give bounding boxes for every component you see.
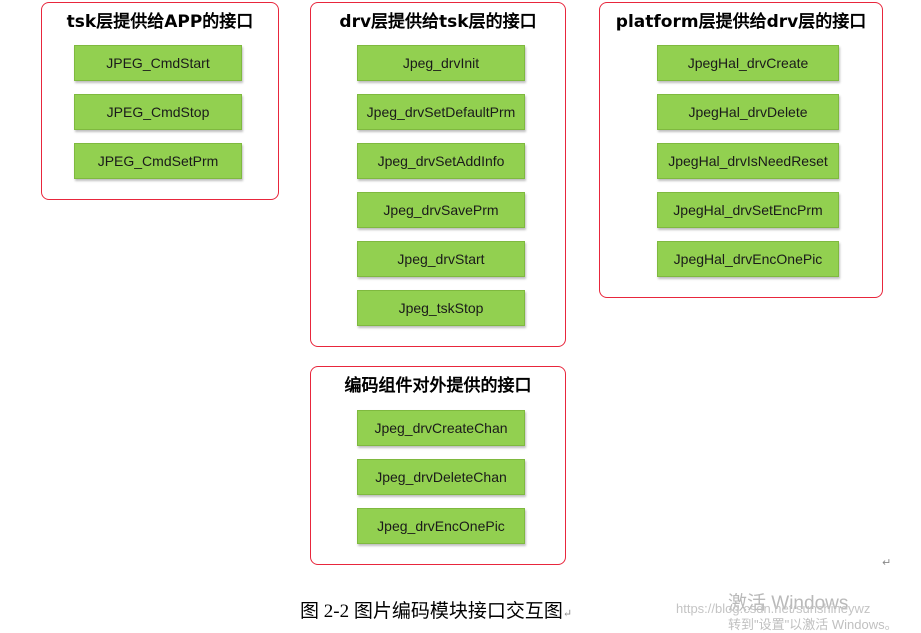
interface-box: Jpeg_drvInit bbox=[357, 45, 525, 81]
interface-box: Jpeg_drvSetAddInfo bbox=[357, 143, 525, 179]
interface-box: Jpeg_drvStart bbox=[357, 241, 525, 277]
group-title: tsk层提供给APP的接口 bbox=[66, 12, 254, 32]
group-title: 编码组件对外提供的接口 bbox=[344, 376, 532, 396]
watermark-url: https://blog.csdn.net/sunshineywz bbox=[676, 601, 871, 616]
interface-box: Jpeg_tskStop bbox=[357, 290, 525, 326]
group-title: platform层提供给drv层的接口 bbox=[615, 12, 867, 32]
interface-box: Jpeg_drvSetDefaultPrm bbox=[357, 94, 525, 130]
figure-caption: 图 2-2 图片编码模块接口交互图↵ bbox=[300, 596, 572, 623]
interface-box: JpegHal_drvDelete bbox=[657, 94, 839, 130]
group-tsk-to-app: tsk层提供给APP的接口 JPEG_CmdStart JPEG_CmdStop… bbox=[41, 2, 279, 200]
interface-box: JpegHal_drvIsNeedReset bbox=[657, 143, 839, 179]
watermark-subtitle: 转到"设置"以激活 Windows。 bbox=[728, 617, 898, 632]
group-encoder-external: 编码组件对外提供的接口 Jpeg_drvCreateChan Jpeg_drvD… bbox=[310, 366, 566, 565]
group-title: drv层提供给tsk层的接口 bbox=[339, 12, 537, 32]
interface-box: Jpeg_drvCreateChan bbox=[357, 410, 525, 446]
caption-mark: ↵ bbox=[562, 608, 573, 620]
interface-box: JPEG_CmdSetPrm bbox=[74, 143, 242, 179]
interface-box: Jpeg_drvDeleteChan bbox=[357, 459, 525, 495]
paragraph-mark: ↵ bbox=[882, 556, 892, 569]
interface-box: JPEG_CmdStart bbox=[74, 45, 242, 81]
interface-box: Jpeg_drvEncOnePic bbox=[357, 508, 525, 544]
group-drv-to-tsk: drv层提供给tsk层的接口 Jpeg_drvInit Jpeg_drvSetD… bbox=[310, 2, 566, 347]
watermark-title: 激活 Windows bbox=[728, 593, 849, 614]
interface-box: JpegHal_drvCreate bbox=[657, 45, 839, 81]
interface-box: JpegHal_drvSetEncPrm bbox=[657, 192, 839, 228]
interface-box: JpegHal_drvEncOnePic bbox=[657, 241, 839, 277]
interface-box: JPEG_CmdStop bbox=[74, 94, 242, 130]
caption-text: 图 2-2 图片编码模块接口交互图 bbox=[300, 601, 563, 622]
group-platform-to-drv: platform层提供给drv层的接口 JpegHal_drvCreate Jp… bbox=[599, 2, 883, 298]
interface-box: Jpeg_drvSavePrm bbox=[357, 192, 525, 228]
